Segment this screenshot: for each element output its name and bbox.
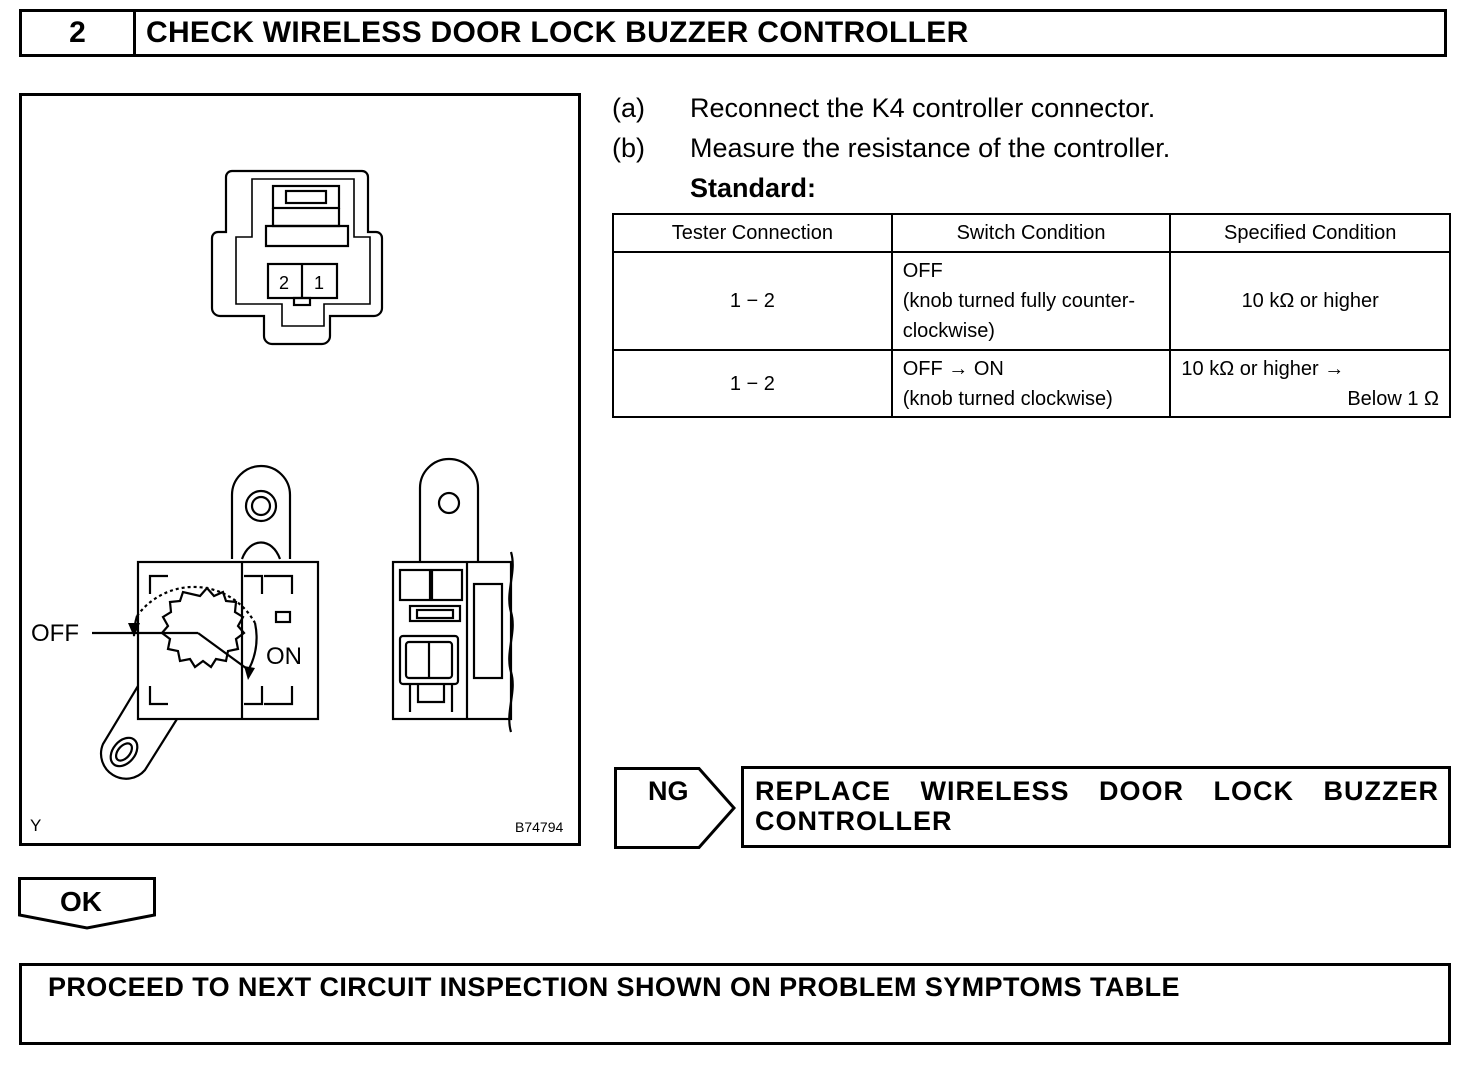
cell-line: Below 1 Ω	[1347, 387, 1439, 410]
pin-1-label: 1	[314, 273, 324, 293]
ok-action-box	[19, 963, 1451, 1045]
cell-connection: 1 − 2	[612, 349, 893, 418]
ok-arrow-box	[18, 877, 156, 930]
cell-condition: OFF → ON (knob turned clockwise)	[890, 349, 1172, 418]
ng-arrow-box	[614, 767, 736, 849]
step-label: (a)	[612, 93, 645, 123]
cell-line: OFF	[902, 260, 943, 282]
connector-front-view	[210, 169, 384, 346]
on-arrow-icon	[244, 666, 255, 680]
cell-line: (knob turned fully counter-	[902, 290, 1136, 312]
step-number: 2	[22, 12, 136, 54]
cell-line: (knob turned clockwise)	[902, 387, 1113, 410]
cell-connection: 1 − 2	[612, 251, 893, 351]
step-label: (b)	[612, 133, 645, 163]
ng-action-box	[741, 766, 1451, 848]
step-text: Reconnect the K4 controller connector.	[690, 93, 1156, 123]
illustration-letter: Y	[30, 816, 42, 835]
figure-code: B74794	[515, 819, 564, 835]
controller-side-view	[391, 457, 514, 733]
off-arrow-icon	[128, 623, 140, 637]
ok-label: OK	[60, 886, 102, 917]
controller-diagram: 2 1	[31, 169, 514, 780]
cell-line: clockwise)	[902, 320, 995, 342]
ng-action-text: REPLACE WIRELESS DOOR LOCK BUZZER CONTRO…	[755, 776, 1439, 836]
cell-line: OFF → ON	[902, 357, 1004, 380]
controller-body	[92, 464, 320, 780]
cell-condition: OFF (knob turned fully counter- clockwis…	[890, 251, 1172, 351]
step-text: Measure the resistance of the controller…	[690, 133, 1171, 163]
step-title: CHECK WIRELESS DOOR LOCK BUZZER CONTROLL…	[146, 16, 969, 49]
specification-table: Tester Connection Switch Condition Speci…	[612, 213, 1451, 418]
cell-specified: 10 kΩ or higher	[1169, 251, 1451, 351]
table-row: 1 − 2 OFF → ON (knob turned clockwise) 1…	[612, 349, 1451, 418]
ok-action-text: PROCEED TO NEXT CIRCUIT INSPECTION SHOWN…	[48, 972, 1180, 1002]
cell-line: 10 kΩ or higher →	[1181, 357, 1345, 380]
step-header: 2 CHECK WIRELESS DOOR LOCK BUZZER CONTRO…	[19, 9, 1447, 57]
connector-illustration: 2 1	[19, 93, 581, 846]
standard-label: Standard:	[690, 173, 817, 203]
pin-2-label: 2	[279, 273, 289, 293]
header-switch-condition: Switch Condition	[890, 213, 1172, 253]
cell-specified: 10 kΩ or higher → Below 1 Ω	[1169, 349, 1451, 418]
table-row: 1 − 2 OFF (knob turned fully counter- cl…	[612, 251, 1451, 351]
table-header-row: Tester Connection Switch Condition Speci…	[612, 213, 1451, 253]
off-label: OFF	[31, 620, 79, 647]
on-label: ON	[266, 643, 302, 670]
ng-label: NG	[648, 776, 689, 806]
header-specified-condition: Specified Condition	[1169, 213, 1451, 253]
header-tester-connection: Tester Connection	[612, 213, 893, 253]
